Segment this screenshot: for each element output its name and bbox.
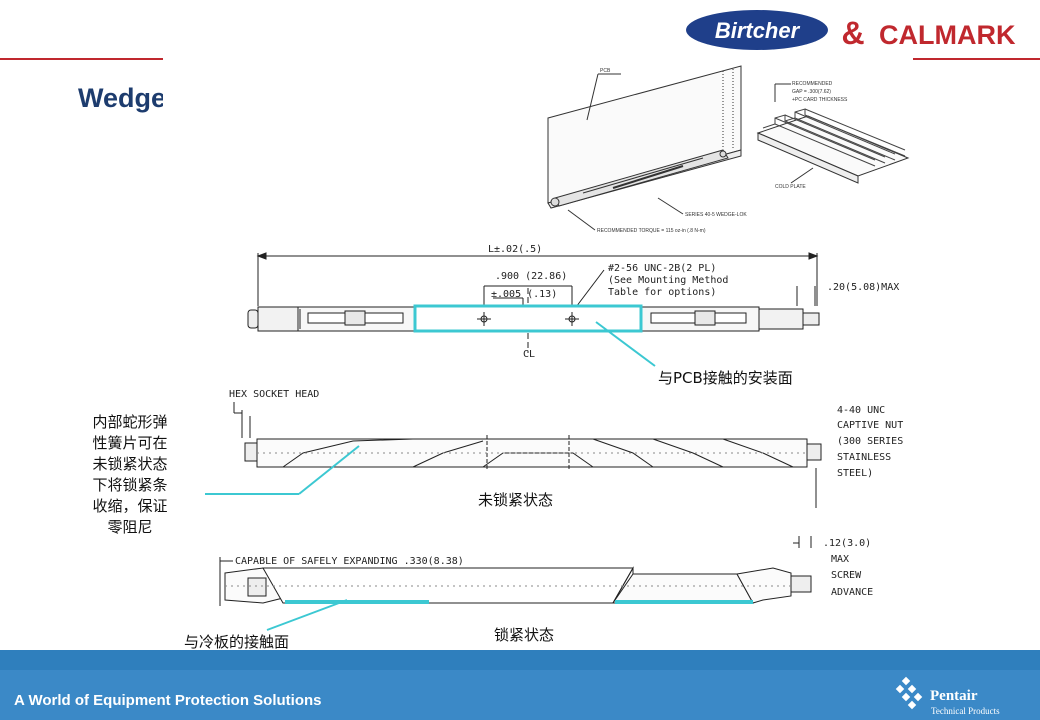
annotation-spring: 内部蛇形弹 性簧片可在 未锁紧状态 下将锁紧条 收缩，保证 零阻尼 [60, 412, 200, 538]
brand-logos: Birtcher & CALMARK [686, 10, 1016, 51]
birtcher-logo: Birtcher [715, 18, 801, 43]
dim-spacing: .900 (22.86) [495, 271, 567, 282]
footer-brand-sub: Technical Products [931, 706, 1000, 716]
annotation-cold-contact: 与冷板的接触面 [184, 633, 290, 651]
pcb-contact-highlight [413, 304, 643, 333]
advance-note-3: SCREW [831, 570, 862, 581]
annotation-pcb-contact: 与PCB接触的安装面 [658, 369, 793, 387]
nut-note-2: CAPTIVE NUT [837, 420, 903, 431]
label-cold-plate: COLD PLATE [775, 184, 806, 190]
label-series: SERIES 40-5 WEDGE-LOK [685, 212, 747, 218]
centerline-symbol: CL [523, 349, 535, 360]
label-expand: CAPABLE OF SAFELY EXPANDING .330(8.38) [235, 556, 464, 567]
calmark-logo: CALMARK [879, 20, 1016, 50]
ampersand: & [841, 15, 864, 51]
birtcher-logo-oval [686, 10, 828, 50]
dim-max: .20(5.08)MAX [827, 282, 899, 293]
thread-note-1: #2-56 UNC-2B(2 PL) [608, 263, 716, 274]
nut-note-3: (300 SERIES [837, 436, 903, 447]
dim-tolerance: ±.005 (.13) [491, 289, 557, 300]
label-torque: RECOMMENDED TORQUE = 115 oz-in (.8 N-m) [597, 228, 706, 234]
advance-note-1: .12(3.0) [823, 538, 871, 549]
annotation-spring-line: 性簧片可在 [92, 434, 168, 452]
annotation-unlocked: 未锁紧状态 [478, 491, 554, 509]
annotation-spring-line: 零阻尼 [107, 518, 153, 536]
thread-note-3: Table for options) [608, 287, 716, 298]
annotation-spring-line: 未锁紧状态 [92, 455, 168, 473]
footer-strip [0, 650, 1040, 670]
label-gap-1: RECOMMENDED [792, 81, 833, 87]
top-view [247, 252, 820, 353]
leader-cold-contact [266, 599, 348, 631]
advance-note-4: ADVANCE [831, 587, 873, 598]
label-hex-socket: HEX SOCKET HEAD [229, 389, 319, 400]
dim-length: L±.02(.5) [488, 244, 542, 255]
diagram-panel: PCB RECOMMENDED GAP = .300(7.62) +PC CAR… [163, 58, 913, 658]
leader-spring-d [298, 445, 360, 495]
nut-note-1: 4-40 UNC [837, 405, 885, 416]
annotation-spring-line: 收缩，保证 [92, 497, 168, 515]
leader-pcb-contact [595, 321, 656, 367]
nut-note-5: STEEL) [837, 468, 873, 479]
wedge-lok-diagram: PCB RECOMMENDED GAP = .300(7.62) +PC CAR… [205, 65, 910, 631]
footer-tagline: A World of Equipment Protection Solution… [14, 692, 322, 709]
annotation-spring-line: 下将锁紧条 [92, 476, 168, 494]
locked-view [219, 536, 812, 606]
footer-brand: Pentair [930, 688, 978, 704]
nut-note-4: STAINLESS [837, 452, 891, 463]
label-gap-2: GAP = .300(7.62) [792, 89, 831, 95]
pentair-logo-icon [895, 676, 923, 710]
thread-note-2: (See Mounting Method [608, 275, 728, 286]
iso-figure [547, 65, 910, 231]
label-pcb: PCB [600, 68, 611, 74]
label-gap-3: +PC CARD THICKNESS [792, 97, 848, 103]
advance-note-2: MAX [831, 554, 849, 565]
annotation-locked: 锁紧状态 [494, 626, 555, 644]
annotation-spring-line: 内部蛇形弹 [92, 413, 168, 431]
